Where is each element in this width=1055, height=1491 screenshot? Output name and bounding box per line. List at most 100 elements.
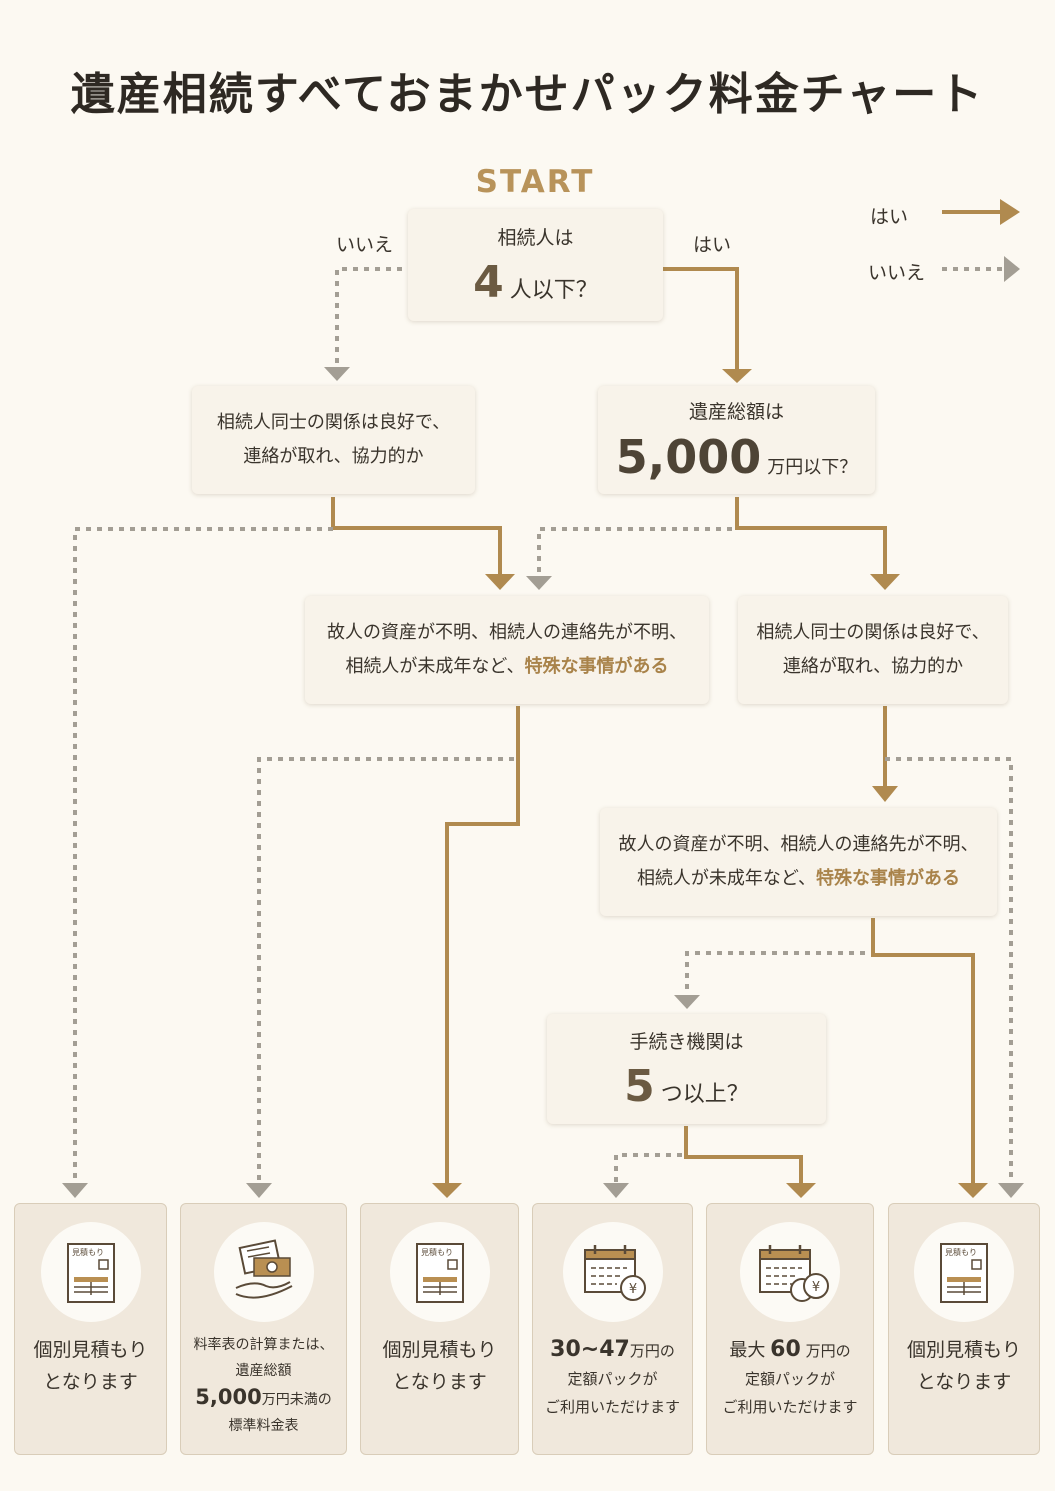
no-line-q2-r1 xyxy=(73,527,333,1183)
result-fixed-pack-30-47: ¥ 30~47万円の 定額パックが ご利用いただけます xyxy=(532,1203,693,1455)
yes-arrowhead xyxy=(958,1183,988,1198)
result-amount: 30~47 xyxy=(550,1337,630,1362)
result-unit: 万円の xyxy=(805,1342,851,1360)
calendar-yen-icon: ¥ xyxy=(583,1245,646,1301)
question-estate-total: 遺産総額は 5,000 万円以下？ xyxy=(598,386,875,494)
no-line-q1-q2 xyxy=(335,267,402,364)
question-text: 故人の資産が不明、相続人の連絡先が不明、 xyxy=(327,622,687,643)
result-fixed-pack-max-60: ¥ 最大 60 万円の 定額パックが ご利用いただけます xyxy=(706,1203,874,1455)
result-prefix: 最大 xyxy=(729,1340,766,1361)
yes-line-q3-q5 xyxy=(735,497,887,577)
result-unit: 万円の xyxy=(629,1342,675,1360)
highlight-text: 特殊な事情がある xyxy=(816,868,961,889)
no-arrowhead xyxy=(526,576,552,590)
question-text: 相続人は xyxy=(497,227,574,250)
result-text: となります xyxy=(43,1371,138,1393)
question-text: 遺産総額は xyxy=(688,400,784,423)
yes-arrowhead xyxy=(872,786,898,802)
no-arrowhead xyxy=(62,1183,88,1198)
no-arrowhead xyxy=(324,367,350,381)
result-text: 定額パックが xyxy=(567,1370,658,1388)
yes-arrowhead xyxy=(485,574,515,590)
question-text: 連絡が取れ、協力的か xyxy=(782,656,964,677)
yes-line-q4-r3 xyxy=(445,706,520,1187)
result-individual-estimate-2: 見積もり 個別見積もり となります xyxy=(360,1203,519,1455)
legend-no-arrowhead xyxy=(1004,256,1020,282)
question-special-circumstances: 故人の資産が不明、相続人の連絡先が不明、 相続人が未成年など、特殊な事情がある xyxy=(305,596,709,704)
result-amount: 5,000 xyxy=(195,1385,262,1409)
result-text: 定額パックが xyxy=(744,1370,835,1388)
q1-no-label: いいえ xyxy=(336,234,394,256)
question-suffix: 万円以下？ xyxy=(767,457,858,479)
legend-yes-arrowhead xyxy=(1000,199,1020,225)
result-text: 個別見積もり xyxy=(906,1339,1021,1361)
result-text: 標準料金表 xyxy=(228,1418,299,1434)
result-text: となります xyxy=(392,1371,487,1393)
result-text: となります xyxy=(916,1371,1012,1393)
icon-circle: 見積もり xyxy=(40,1222,141,1322)
yes-line-q2-q4 xyxy=(331,497,502,577)
result-text: ご利用いただけます xyxy=(722,1398,858,1416)
icon-circle: 見積もり xyxy=(914,1222,1014,1322)
no-line-q5-r6 xyxy=(885,757,1013,1183)
result-individual-estimate-1: 見積もり 個別見積もり となります xyxy=(14,1203,167,1455)
yen-symbol: ¥ xyxy=(628,1282,636,1297)
question-text: 連絡が取れ、協力的か xyxy=(243,446,424,467)
no-arrowhead xyxy=(998,1183,1024,1198)
yes-arrowhead xyxy=(786,1183,816,1198)
doc-label: 見積もり xyxy=(72,1247,104,1257)
result-standard-fee-table: 料率表の計算または、 遺産総額 5,000万円未満の 標準料金表 xyxy=(180,1203,347,1455)
question-text: 相続人が未成年など、 xyxy=(345,656,525,677)
question-text: 故人の資産が不明、相続人の連絡先が不明、 xyxy=(618,834,979,855)
result-text: 遺産総額 xyxy=(235,1363,292,1379)
yes-arrowhead xyxy=(432,1183,462,1198)
no-arrowhead xyxy=(603,1183,629,1198)
result-text: 万円未満の xyxy=(261,1392,332,1408)
question-heirs-relationship-2: 相続人同士の関係は良好で、 連絡が取れ、協力的か xyxy=(738,596,1008,704)
question-number: 4 xyxy=(473,256,504,308)
q1-yes-label: はい xyxy=(693,234,732,256)
money-hand-icon xyxy=(235,1239,292,1299)
icon-circle xyxy=(213,1222,314,1322)
no-line-q4-r2 xyxy=(257,757,514,1183)
question-text: 相続人が未成年など、 xyxy=(636,868,817,889)
start-label: START xyxy=(475,164,595,200)
yes-line-q1-q3 xyxy=(663,267,739,372)
yes-line-q6-r6 xyxy=(871,918,975,1187)
question-text: 相続人同士の関係は良好で、 xyxy=(216,412,451,433)
question-number: 5 xyxy=(624,1060,655,1112)
yen-symbol: ¥ xyxy=(812,1280,820,1295)
question-heirs-relationship: 相続人同士の関係は良好で、 連絡が取れ、協力的か xyxy=(192,386,475,494)
result-individual-estimate-3: 見積もり 個別見積もり となります xyxy=(888,1203,1040,1455)
result-text: 料率表の計算または、 xyxy=(193,1337,334,1353)
doc-label: 見積もり xyxy=(945,1247,977,1257)
yes-arrowhead xyxy=(722,369,752,383)
highlight-text: 特殊な事情がある xyxy=(524,656,669,677)
calendar-yen-icon: ¥ xyxy=(759,1245,829,1302)
icon-circle: ¥ xyxy=(562,1222,663,1322)
icon-circle: ¥ xyxy=(740,1222,840,1322)
question-suffix: つ以上？ xyxy=(660,1081,749,1107)
question-text: 手続き機関は xyxy=(629,1031,744,1054)
icon-circle: 見積もり xyxy=(389,1222,490,1322)
yes-arrowhead xyxy=(870,574,900,590)
question-procedure-count: 手続き機関は 5 つ以上？ xyxy=(547,1014,826,1124)
estimate-document-icon: 見積もり xyxy=(415,1243,464,1303)
no-line-q3-q4 xyxy=(537,527,732,577)
result-amount: 60 xyxy=(770,1337,801,1362)
page-title: 遺産相続すべておまかせパック料金チャート xyxy=(70,69,985,120)
legend-no-label: いいえ xyxy=(868,262,926,284)
no-arrowhead xyxy=(246,1183,272,1198)
question-heirs-count: 相続人は 4 人以下？ xyxy=(408,209,663,321)
estimate-document-icon: 見積もり xyxy=(66,1243,115,1303)
result-text: 個別見積もり xyxy=(382,1339,497,1361)
estimate-document-icon: 見積もり xyxy=(940,1243,988,1303)
result-text: 個別見積もり xyxy=(33,1339,148,1361)
question-suffix: 人以下？ xyxy=(509,277,598,303)
question-special-circumstances-2: 故人の資産が不明、相続人の連絡先が不明、 相続人が未成年など、特殊な事情がある xyxy=(600,808,997,916)
legend-yes-label: はい xyxy=(870,206,909,228)
no-line-q6-q7 xyxy=(685,951,865,996)
yes-line-q7-r5 xyxy=(684,1126,803,1187)
question-number: 5,000 xyxy=(615,430,762,485)
